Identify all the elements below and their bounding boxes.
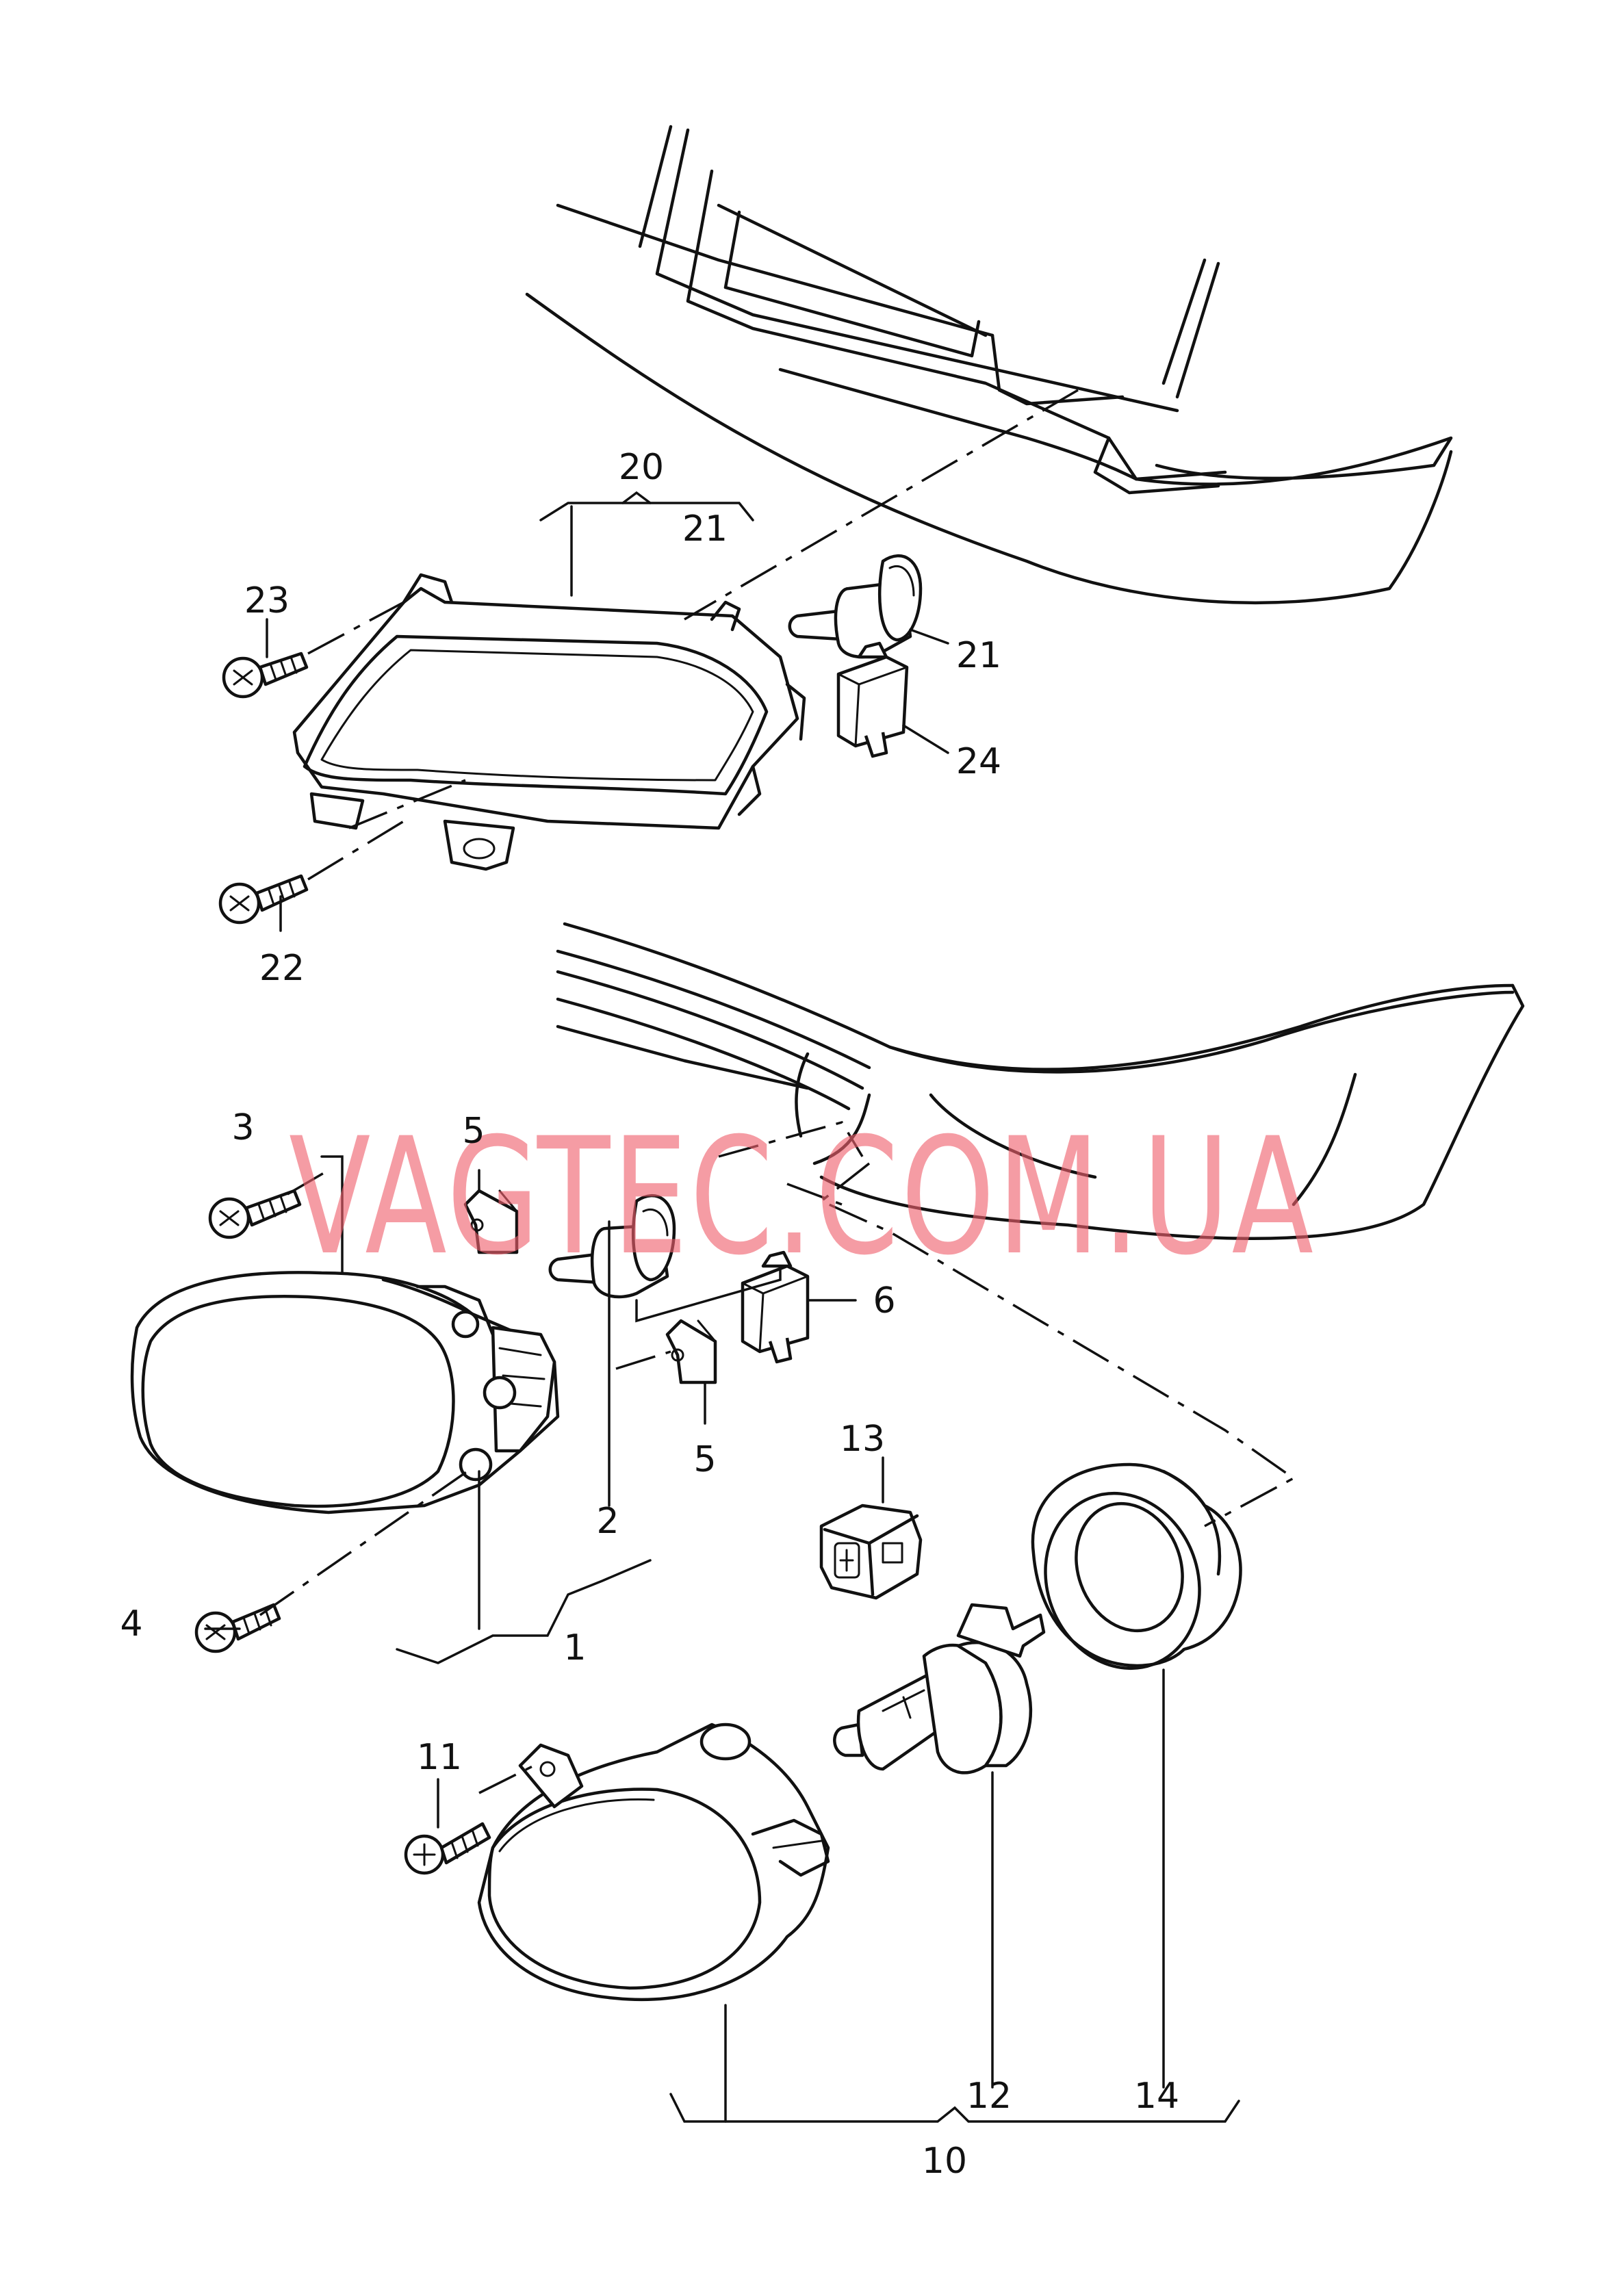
screw-22 [218, 874, 309, 925]
fog-lamp-assembly-1 [130, 1271, 560, 1514]
screw-3 [208, 1189, 302, 1239]
callout-3: 3 [231, 1107, 254, 1148]
watermark: VAGTEC.COM.UA [289, 1104, 1315, 1291]
callout-13: 13 [840, 1419, 885, 1460]
callout-21: 21 [956, 635, 1001, 676]
upper-leaders [266, 389, 1079, 932]
callout-6: 6 [873, 1280, 895, 1321]
callout-5-upper: 5 [462, 1111, 485, 1152]
bulb-21 [788, 554, 923, 659]
callout-5-lower: 5 [693, 1439, 716, 1480]
connector-6 [741, 1250, 810, 1364]
callout-11: 11 [417, 1737, 462, 1778]
callout-23: 23 [244, 580, 290, 621]
seal-ring-14 [1031, 1462, 1242, 1671]
callout-20: 20 [619, 447, 664, 488]
lower-bumper [556, 922, 1525, 1240]
callout-1: 1 [563, 1627, 586, 1668]
screw-11 [404, 1822, 491, 1875]
callout-4: 4 [120, 1603, 142, 1644]
lower-leaders [204, 1120, 1296, 2123]
connector-24 [836, 641, 909, 758]
daytime-lamp-assembly [292, 573, 806, 871]
callout-14: 14 [1134, 2076, 1179, 2117]
callout-21-top: 21 [682, 508, 728, 550]
h-bulb-12 [833, 1603, 1046, 1775]
fog-lamp-assembly-10 [477, 1723, 830, 2002]
callout-12: 12 [966, 2076, 1012, 2117]
clip-5-lower [665, 1319, 717, 1384]
callout-10: 10 [922, 2141, 967, 2182]
upper-bumper [525, 125, 1453, 604]
connector-13 [819, 1504, 923, 1600]
callout-24: 24 [956, 741, 1001, 782]
callout-22: 22 [259, 948, 305, 989]
screw-23 [222, 652, 309, 699]
bulb-2 [548, 1194, 676, 1299]
callout-2: 2 [596, 1501, 619, 1542]
